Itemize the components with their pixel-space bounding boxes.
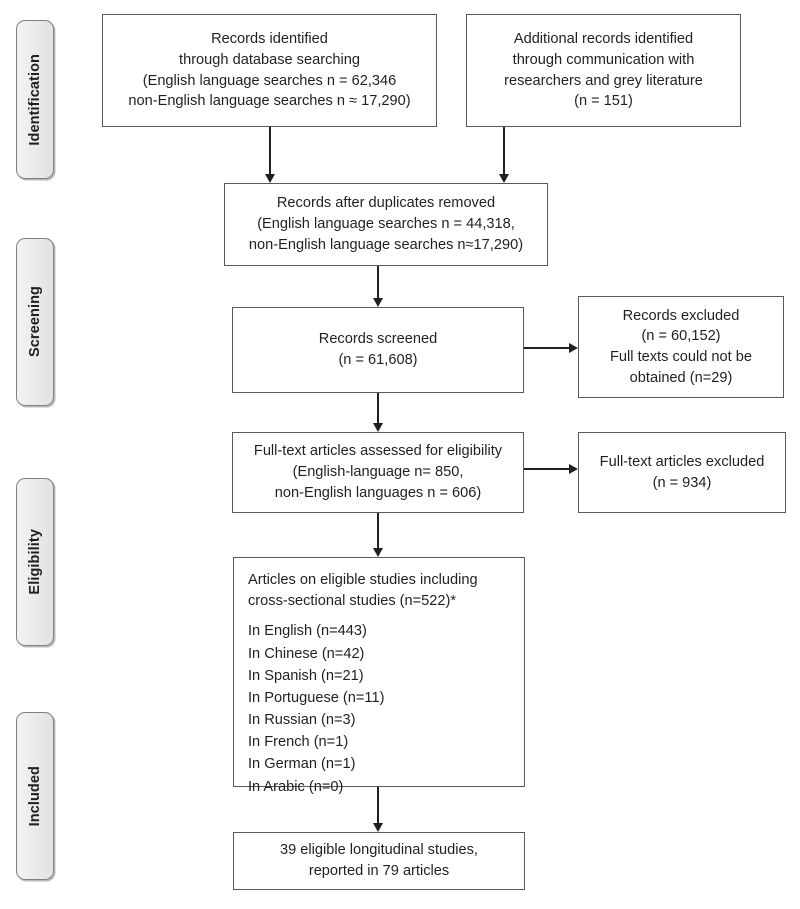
connector-line-eligible-to-final [377, 787, 379, 823]
box-line: non-English language searches n ≈ 17,290… [128, 93, 411, 110]
box-records-excluded: Records excluded (n = 60,152) Full texts… [578, 296, 784, 398]
box-line: Records screened [318, 331, 438, 348]
stage-tab-screening: Screening [16, 238, 54, 406]
box-line: Full texts could not be [610, 349, 752, 365]
stage-label-identification: Identification [26, 53, 43, 146]
box-line: obtained (n=29) [629, 369, 733, 386]
box-line: Records after duplicates removed [276, 195, 496, 212]
stage-tab-included: Included [16, 712, 54, 880]
language-item: In Chinese (n=42) [248, 645, 365, 662]
box-line: Full-text articles assessed for eligibil… [253, 443, 503, 460]
box-line: researchers and grey literature [504, 72, 703, 89]
connector-line-fulltext-to-eligible [377, 513, 379, 548]
box-heading-line: Articles on eligible studies including [248, 572, 478, 588]
language-breakdown-list: In English (n=443) In Chinese (n=42) In … [248, 620, 384, 797]
connector-line-screened-to-excluded [524, 347, 569, 349]
stage-label-screening: Screening [26, 286, 43, 358]
box-records-screened: Records screened (n = 61,608) [232, 307, 524, 393]
box-eligible-articles: Articles on eligible studies including c… [233, 557, 525, 795]
arrow-head-additional-to-duplicates [498, 174, 509, 183]
connector-line-additional-to-duplicates [503, 127, 505, 174]
box-line: (English language searches n = 62,346 [142, 72, 397, 89]
language-item: In Russian (n=3) [248, 712, 356, 729]
arrow-head-screened-to-fulltext [372, 423, 383, 432]
arrow-head-fulltext-to-eligible [372, 548, 383, 557]
stage-tab-identification: Identification [16, 20, 54, 179]
language-item: In French (n=1) [248, 734, 349, 751]
box-line: Full-text articles excluded [599, 453, 765, 470]
box-fulltext-excluded: Full-text articles excluded (n = 934) [578, 432, 786, 513]
box-line: (n = 151) [574, 93, 633, 110]
arrow-head-db-to-duplicates [264, 174, 275, 183]
language-item: In Spanish (n=21) [248, 667, 364, 684]
box-heading-line: cross-sectional studies (n=522)* [248, 592, 457, 609]
box-line: Records excluded [622, 307, 740, 324]
connector-line-duplicates-to-screened [377, 266, 379, 298]
connector-line-fulltext-to-excluded [524, 468, 569, 470]
box-final-included: 39 eligible longitudinal studies, report… [233, 832, 525, 890]
box-line: 39 eligible longitudinal studies, [280, 842, 478, 859]
connector-line-db-to-duplicates [269, 127, 271, 174]
box-line: through communication with [512, 51, 695, 68]
box-records-identified-additional: Additional records identified through co… [466, 14, 741, 127]
language-item: In Portuguese (n=11) [248, 689, 385, 706]
box-records-identified-database: Records identified through database sear… [102, 14, 437, 127]
box-line: Records identified [211, 31, 328, 48]
box-line: through database searching [179, 51, 360, 68]
box-line: Additional records identified [513, 31, 694, 48]
arrow-head-fulltext-to-excluded [569, 463, 578, 474]
box-line: non-English languages n = 606) [274, 484, 482, 501]
box-fulltext-assessed: Full-text articles assessed for eligibil… [232, 432, 524, 513]
box-line: reported in 79 articles [308, 863, 450, 879]
arrow-head-screened-to-excluded [569, 342, 578, 353]
box-line: (n = 934) [652, 474, 712, 491]
stage-tab-eligibility: Eligibility [16, 478, 54, 646]
box-line: (n = 60,152) [641, 328, 721, 345]
arrow-head-eligible-to-final [372, 823, 383, 832]
box-line: (English language searches n = 44,318, [257, 216, 515, 233]
arrow-head-duplicates-to-screened [372, 298, 383, 307]
connector-line-screened-to-fulltext [377, 393, 379, 423]
language-item: In German (n=1) [248, 756, 356, 773]
stage-label-included: Included [26, 765, 43, 827]
box-line: (n = 61,608) [338, 352, 418, 368]
language-item: In English (n=443) [248, 623, 367, 640]
stage-label-eligibility: Eligibility [26, 529, 43, 595]
language-item: In Arabic (n=0) [248, 778, 344, 795]
box-line: non-English language searches n≈17,290) [248, 236, 524, 253]
box-records-after-duplicates: Records after duplicates removed (Englis… [224, 183, 548, 266]
box-line: (English-language n= 850, [292, 464, 464, 481]
